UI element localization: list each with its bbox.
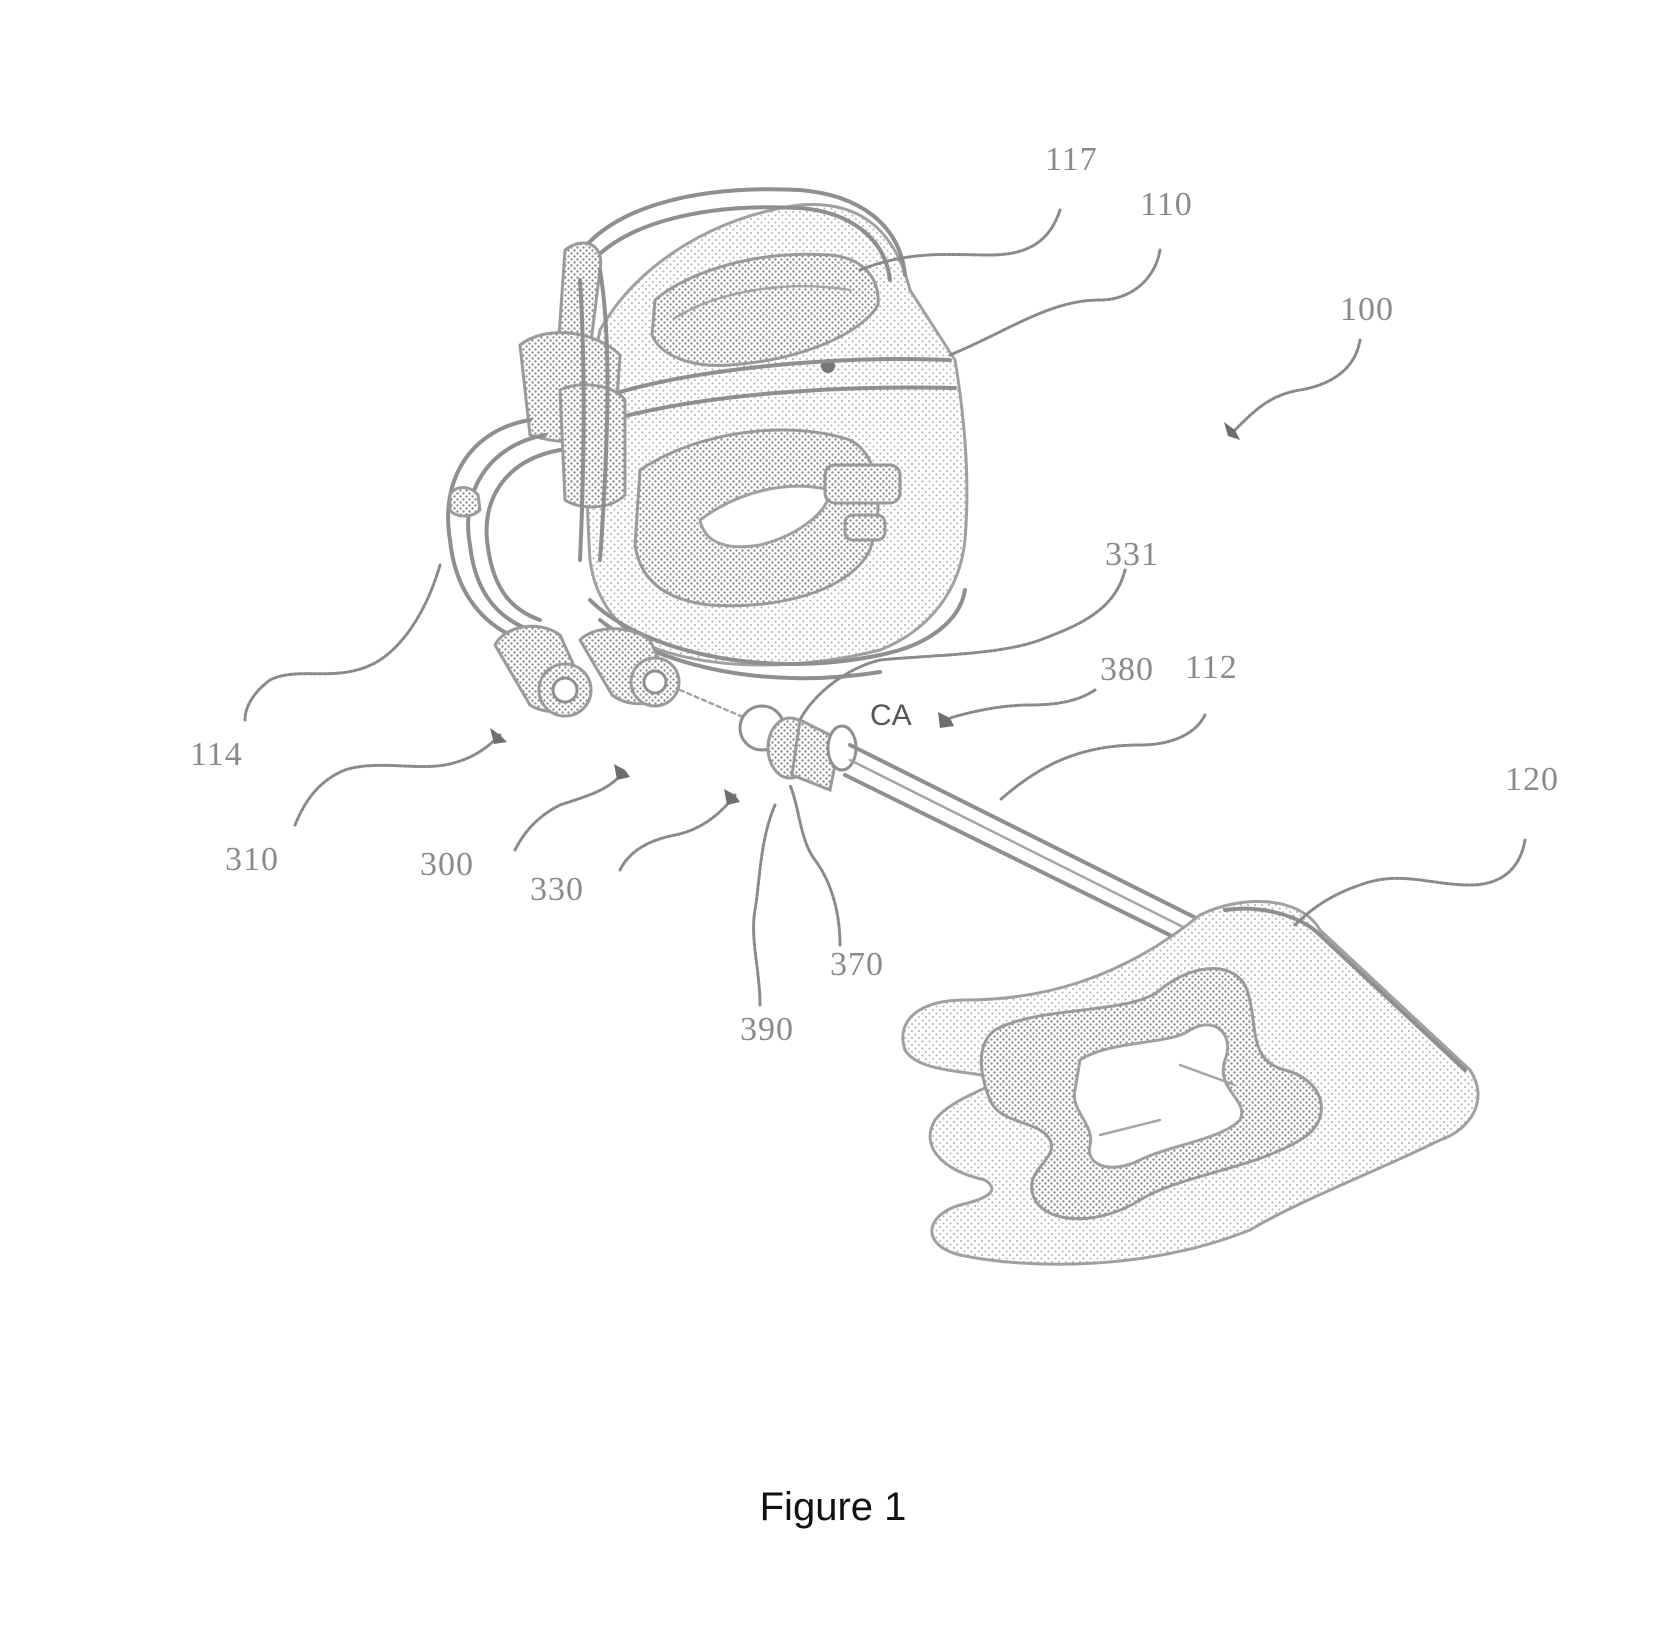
dressing-120: [901, 900, 1480, 1266]
housing-handle: [573, 187, 907, 277]
arrowheads: [490, 422, 1240, 805]
connector-310: [493, 624, 593, 718]
display-window-117: [650, 252, 880, 367]
label-112: 112: [1185, 649, 1238, 686]
pump-unit-110: [573, 187, 969, 681]
label-370: 370: [830, 946, 884, 983]
label-310: 310: [225, 841, 279, 878]
label-331: 331: [1105, 536, 1159, 573]
label-110: 110: [1140, 186, 1193, 223]
label-120: 120: [1505, 761, 1559, 798]
tubing-114: [446, 418, 562, 637]
figure-caption: Figure 1: [759, 1485, 907, 1529]
tube-112: [843, 743, 1212, 952]
reference-labels: 117 110 100 331 380 112 CA 114 310 300 3…: [190, 141, 1559, 1048]
leader-lines: [243, 208, 1527, 1007]
label-117: 117: [1045, 141, 1098, 178]
connector-330: [738, 704, 858, 793]
label-100: 100: [1340, 291, 1394, 328]
strap-clip: [518, 241, 627, 562]
connector-300: [578, 627, 681, 708]
label-380: 380: [1100, 651, 1154, 688]
label-114: 114: [190, 736, 243, 773]
label-300: 300: [420, 846, 474, 883]
label-330: 330: [530, 871, 584, 908]
label-390: 390: [740, 1011, 794, 1048]
label-ca: CA: [870, 699, 912, 732]
